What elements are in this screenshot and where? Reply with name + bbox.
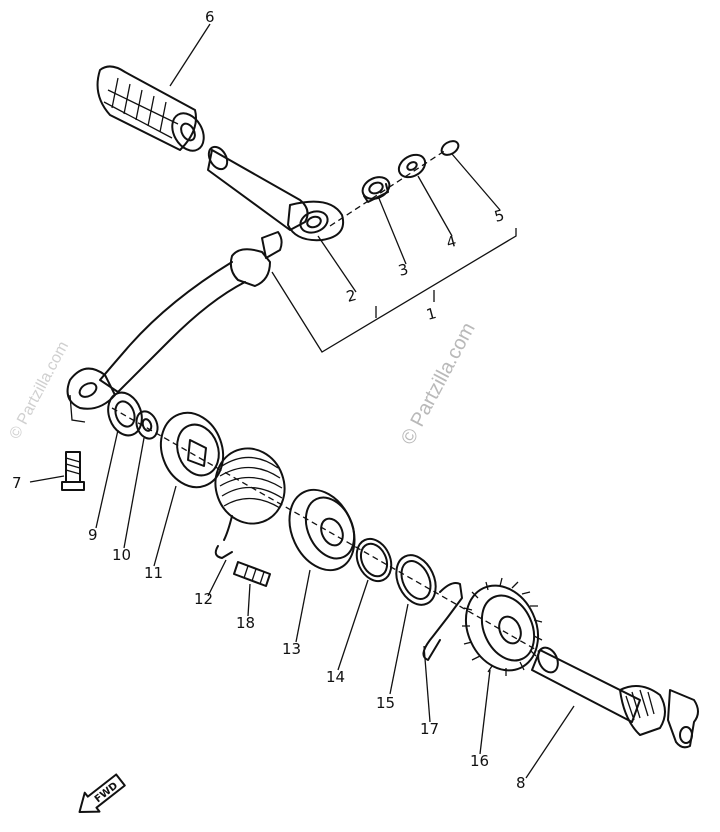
kick-crank-upper	[207, 145, 344, 242]
callout-1: 1	[424, 304, 438, 324]
part-15-washer	[395, 554, 437, 606]
part-8-kick-shaft	[531, 646, 699, 749]
part-18-pin	[233, 561, 271, 587]
part-4-washer	[397, 153, 427, 179]
part-6-grip	[96, 65, 205, 152]
callout-8: 8	[516, 774, 526, 792]
part-13-ratchet	[288, 488, 356, 572]
watermark-left: © Partzilla.com	[7, 339, 73, 442]
callout-6: 6	[205, 8, 215, 26]
part-1-kick-crank	[66, 231, 283, 423]
part-11-spring-guide	[159, 411, 225, 489]
callout-4: 4	[444, 232, 458, 252]
callout-15: 15	[376, 694, 395, 712]
callouts: 6 2 3 4 5 1 7 9 10 11 12 18 13 14 15 17 …	[12, 8, 526, 792]
callout-16: 16	[470, 752, 489, 770]
part-14-circlip	[355, 537, 393, 583]
part-10-washer	[135, 410, 159, 440]
watermark-main: © Partzilla.com	[397, 319, 480, 448]
assembly-axis-upper	[329, 149, 447, 227]
callout-9: 9	[88, 526, 98, 544]
callout-7: 7	[12, 474, 22, 492]
torsion-spring	[214, 447, 286, 541]
part-3-bushing	[361, 176, 391, 203]
part-7-bolt	[61, 451, 85, 491]
callout-17: 17	[420, 720, 439, 738]
callout-3: 3	[396, 260, 410, 280]
callout-5: 5	[492, 206, 506, 226]
callout-14: 14	[326, 668, 345, 686]
part-9-bearing	[107, 391, 143, 437]
part-5-circlip	[440, 140, 460, 156]
callout-12: 12	[194, 590, 213, 608]
part-12-clip	[214, 545, 233, 559]
callout-11: 11	[144, 564, 163, 582]
fwd-arrow: FWD	[78, 773, 126, 814]
callout-2: 2	[344, 286, 358, 306]
part-16-gear	[462, 577, 543, 676]
callout-10: 10	[112, 546, 131, 564]
leader-lines	[29, 23, 575, 779]
part-17-clip	[422, 582, 463, 661]
callout-18: 18	[236, 614, 255, 632]
assembly-axis-lower	[111, 407, 541, 653]
callout-13: 13	[282, 640, 301, 658]
